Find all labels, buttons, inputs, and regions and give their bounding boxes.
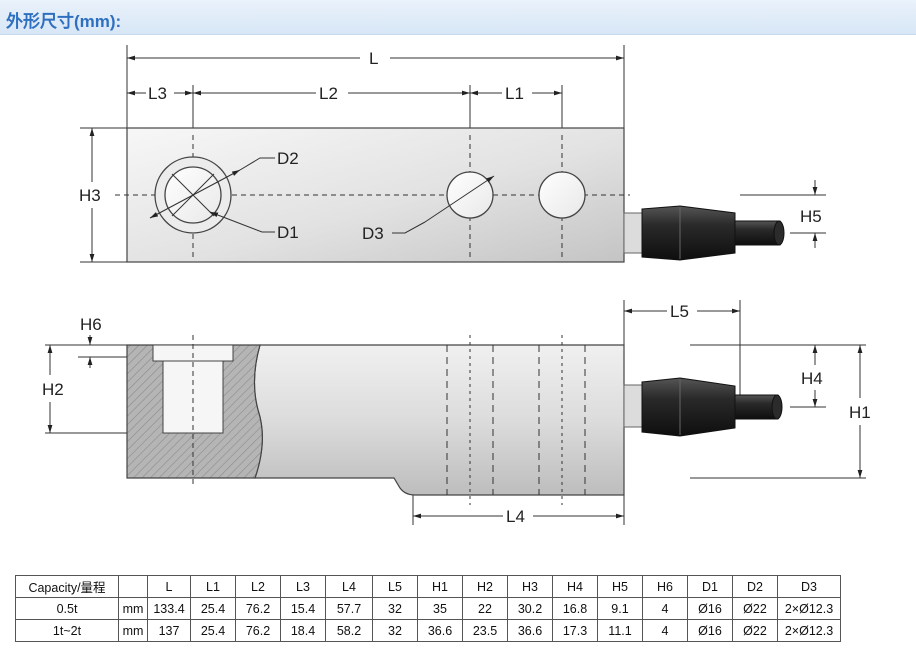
dimension-drawing: L L3 L2 L1 H3 D2 D1 D3 H5 (42, 45, 871, 526)
table-cell: Ø22 (732, 619, 778, 642)
table-header-cell: L2 (235, 575, 281, 598)
table-cell: 4 (642, 597, 688, 620)
table-header-cell: Capacity/量程 (15, 575, 119, 598)
table-header-cell: D2 (732, 575, 778, 598)
table-cell: 1t~2t (15, 619, 119, 642)
table-cell: 2×Ø12.3 (777, 597, 841, 620)
table-cell: 32 (372, 619, 418, 642)
cable-gland-top (641, 205, 736, 261)
table-cell: 16.8 (552, 597, 598, 620)
table-cell: 15.4 (280, 597, 326, 620)
table-cell: 9.1 (597, 597, 643, 620)
label-L5: L5 (670, 302, 689, 321)
table-cell: 25.4 (190, 597, 236, 620)
label-L: L (369, 49, 378, 68)
label-D3: D3 (362, 224, 384, 243)
table-cell: 18.4 (280, 619, 326, 642)
table-header-cell: H2 (462, 575, 508, 598)
label-L1: L1 (505, 84, 524, 103)
table-header-cell: H3 (507, 575, 553, 598)
table-cell: 30.2 (507, 597, 553, 620)
table-cell: 17.3 (552, 619, 598, 642)
table-header-cell: L4 (325, 575, 373, 598)
side-body (253, 344, 625, 496)
label-H5: H5 (800, 207, 822, 226)
side-view (45, 300, 866, 525)
label-D1: D1 (277, 223, 299, 242)
table-cell: 76.2 (235, 597, 281, 620)
table-header-cell: L5 (372, 575, 418, 598)
table-cell: 4 (642, 619, 688, 642)
table-header-cell: H4 (552, 575, 598, 598)
table-cell: 57.7 (325, 597, 373, 620)
table-header-cell: L3 (280, 575, 326, 598)
table-cell: 25.4 (190, 619, 236, 642)
section-header: 外形尺寸(mm): (0, 0, 916, 35)
table-header-cell: L (147, 575, 191, 598)
label-L3: L3 (148, 84, 167, 103)
top-view (80, 45, 826, 263)
table-cell: Ø22 (732, 597, 778, 620)
table-header-cell: D1 (687, 575, 733, 598)
table-header-cell: L1 (190, 575, 236, 598)
table-cell: 23.5 (462, 619, 508, 642)
section-title: 外形尺寸(mm): (6, 12, 122, 31)
table-header-cell: H6 (642, 575, 688, 598)
table-cell: 2×Ø12.3 (777, 619, 841, 642)
table-header-cell: H5 (597, 575, 643, 598)
table-cell: 32 (372, 597, 418, 620)
cable-gland-side (641, 377, 736, 437)
mount-hole-1 (446, 171, 494, 219)
label-H6: H6 (80, 315, 102, 334)
label-H3: H3 (79, 186, 101, 205)
label-L2: L2 (319, 84, 338, 103)
label-H1: H1 (849, 403, 871, 422)
table-cell: Ø16 (687, 597, 733, 620)
table-cell: Ø16 (687, 619, 733, 642)
label-D2: D2 (277, 149, 299, 168)
label-H2: H2 (42, 380, 64, 399)
table-header-cell (118, 575, 148, 598)
label-H4: H4 (801, 369, 823, 388)
table-header-cell: H1 (417, 575, 463, 598)
table-cell: 0.5t (15, 597, 119, 620)
table-cell: 76.2 (235, 619, 281, 642)
table-header-cell: D3 (777, 575, 841, 598)
top-dimensions (89, 55, 818, 262)
table-cell: 137 (147, 619, 191, 642)
table-cell: 133.4 (147, 597, 191, 620)
table-cell: 36.6 (417, 619, 463, 642)
table-cell: 22 (462, 597, 508, 620)
mount-hole-2 (538, 171, 586, 219)
table-cell: 58.2 (325, 619, 373, 642)
side-dimensions (47, 308, 863, 519)
table-cell: mm (118, 619, 148, 642)
table-cell: 35 (417, 597, 463, 620)
label-L4: L4 (506, 507, 525, 526)
table-cell: mm (118, 597, 148, 620)
table-cell: 36.6 (507, 619, 553, 642)
table-cell: 11.1 (597, 619, 643, 642)
